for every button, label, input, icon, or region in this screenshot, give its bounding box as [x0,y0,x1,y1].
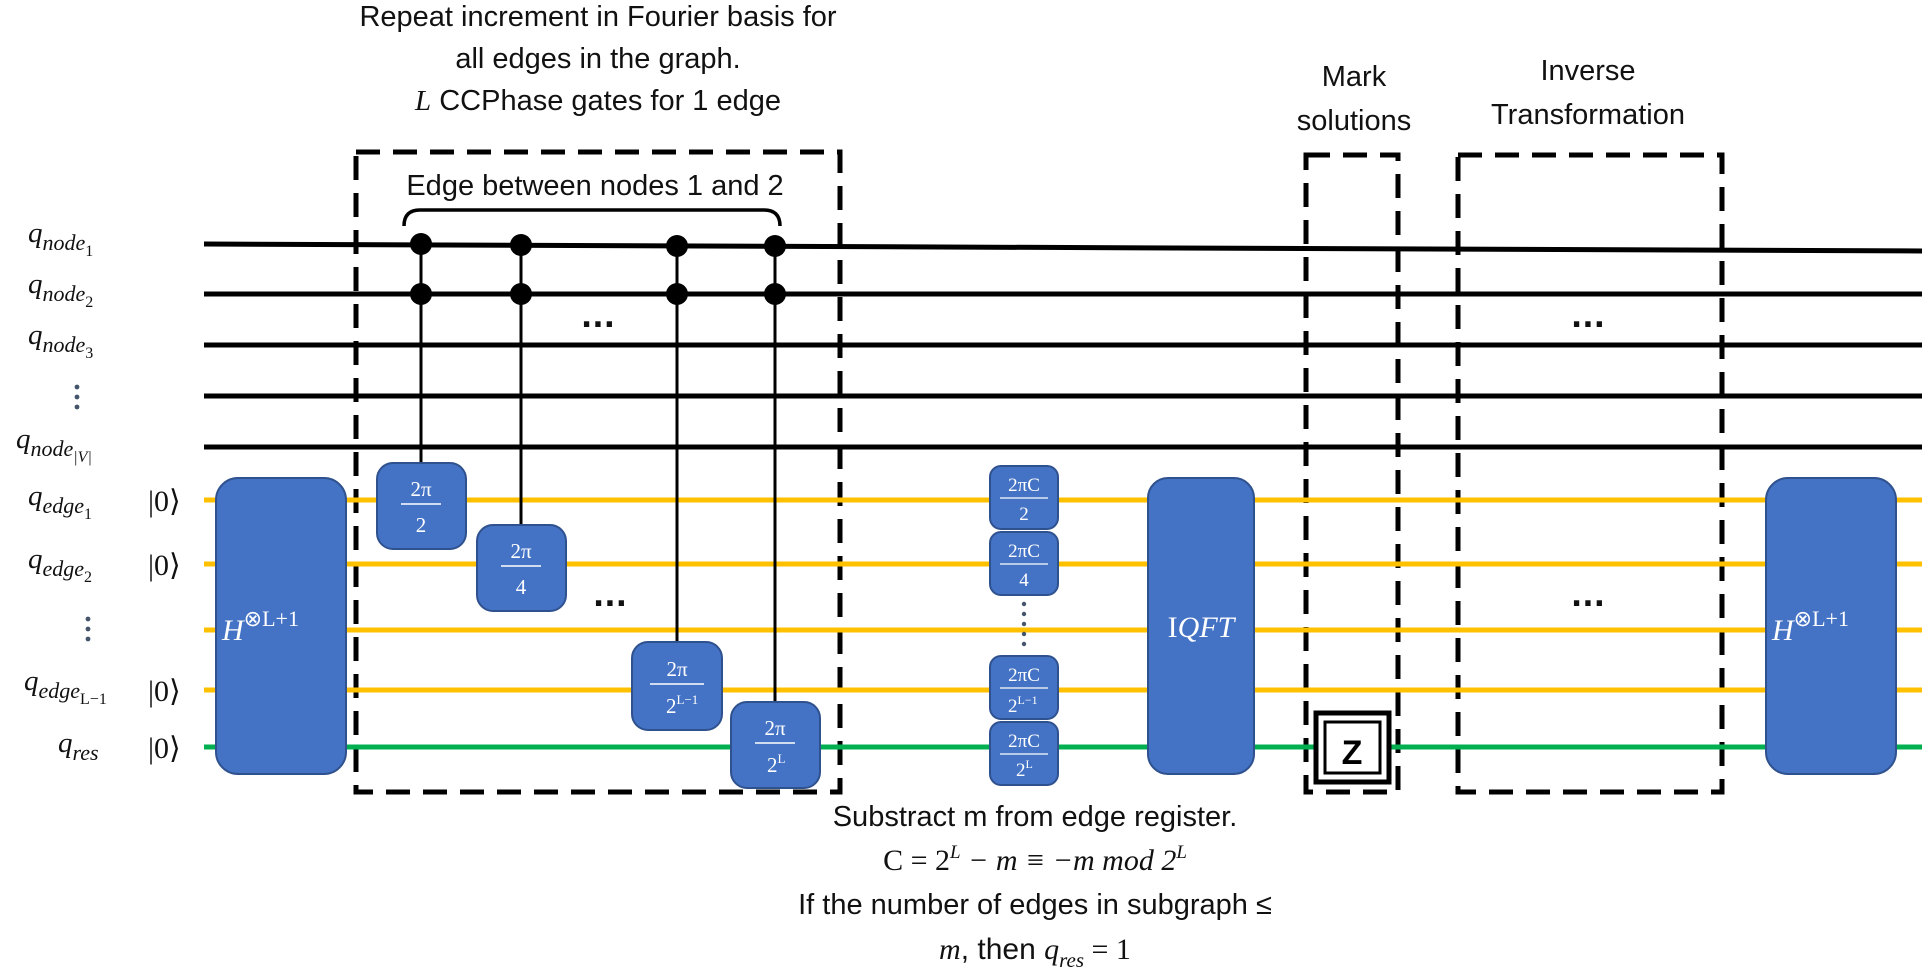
svg-text:2L−1: 2L−1 [1008,693,1038,717]
inverse-label-line1: Inverse [1540,55,1635,87]
control-dot-node2-4 [764,283,786,305]
top-caption-line1: Repeat increment in Fourier basis for [359,1,836,33]
label-q-node1: qnode1 [28,217,93,260]
label-q-nodeV: qnode|V| [16,423,92,466]
control-dot-node2-1 [410,283,432,305]
mark-solutions-box [1303,152,1401,795]
ellipsis-inverse-edges: ... [1571,579,1605,614]
control-dot-node2-3 [666,283,688,305]
svg-text:4: 4 [516,575,527,599]
hadamard-gate-right [1765,477,1897,775]
ellipsis-phase-gates: ... [593,579,627,614]
control-dot-node1-2 [510,234,532,256]
phase-gate-1: 2π 2 [376,462,467,550]
svg-text:2πC: 2πC [1008,475,1040,496]
control-dot-node1-3 [666,235,688,257]
edge-brace [402,208,782,227]
bottom-caption-line3: If the number of edges in subgraph ≤ [798,889,1272,921]
ellipsis-inverse-nodes: ... [1571,300,1605,335]
svg-text:4: 4 [1019,570,1029,591]
sub-gate-4: 2πC 2L [989,721,1059,786]
label-q-res: qres [58,727,99,765]
label-q-node2: qnode2 [28,268,93,311]
mark-label-line1: Mark [1322,61,1387,93]
z-gate-label: Z [1342,734,1363,772]
phase-gate-4: 2π 2L [730,701,821,789]
label-q-edge2: qedge2 [28,543,92,586]
label-q-edgeL1: qedgeL−1 [24,665,107,708]
sub-gate-3: 2πC 2L−1 [989,655,1059,720]
label-q-edge1: qedge1 [28,480,92,523]
phase-gate-3: 2π 2L−1 [631,641,723,731]
ket-edgeL1: |0⟩ [148,675,181,708]
label-q-node3: qnode3 [28,319,93,362]
svg-text:2πC: 2πC [1008,665,1040,686]
bottom-caption-line2: C = 2L − m ≡ −m mod 2L [883,842,1187,877]
hadamard-label-right: H⊗L+1 [1771,606,1849,647]
ket-edge2: |0⟩ [148,549,181,582]
svg-text:2πC: 2πC [1008,541,1040,562]
iqft-gate [1147,477,1255,775]
svg-text:2L: 2L [1016,757,1033,781]
inverse-label-line2: Transformation [1491,99,1685,131]
sub-gate-2: 2πC 4 [989,531,1059,596]
control-dot-node2-2 [510,283,532,305]
top-caption-line3-rest: CCPhase gates for 1 edge [431,85,781,117]
hadamard-label-left: H⊗L+1 [221,606,299,647]
svg-text:2π: 2π [510,539,532,563]
hadamard-gate-left [215,477,347,775]
mark-label-line2: solutions [1297,105,1411,137]
wire-node1 [203,241,1923,254]
top-caption-line2: all edges in the graph. [455,43,740,75]
edge-repeat-box [353,149,843,795]
svg-text:2: 2 [1019,504,1029,525]
ellipsis-controls: ... [581,300,615,335]
svg-text:2πC: 2πC [1008,731,1040,752]
iqft-label: IQFT [1168,611,1237,644]
svg-text:2π: 2π [666,657,688,681]
phase-gate-2: 2π 4 [476,524,567,612]
node-vertical-dots [74,384,80,410]
svg-text:2: 2 [416,513,427,537]
z-gate-inner-border [1323,720,1382,775]
svg-text:2L−1: 2L−1 [666,692,698,718]
inverse-transformation-box [1455,152,1725,795]
z-gate [1313,710,1392,785]
svg-text:2π: 2π [764,716,786,740]
bottom-caption-line4: m, then qres = 1 [939,933,1131,972]
top-caption-l-var: L [414,85,431,117]
ket-edge1: |0⟩ [148,485,181,518]
edge-vertical-dots [85,616,91,642]
svg-text:2π: 2π [410,477,432,501]
bottom-caption-line1: Substract m from edge register. [833,801,1238,833]
ket-res: |0⟩ [148,732,181,765]
edge-label: Edge between nodes 1 and 2 [406,170,783,202]
top-caption-line3: L CCPhase gates for 1 edge [414,85,781,117]
svg-text:2L: 2L [767,751,786,777]
control-dot-node1-4 [764,235,786,257]
sub-gate-vertical-dots [1021,601,1027,647]
control-dot-node1-1 [410,233,432,255]
sub-gate-1: 2πC 2 [989,465,1059,530]
